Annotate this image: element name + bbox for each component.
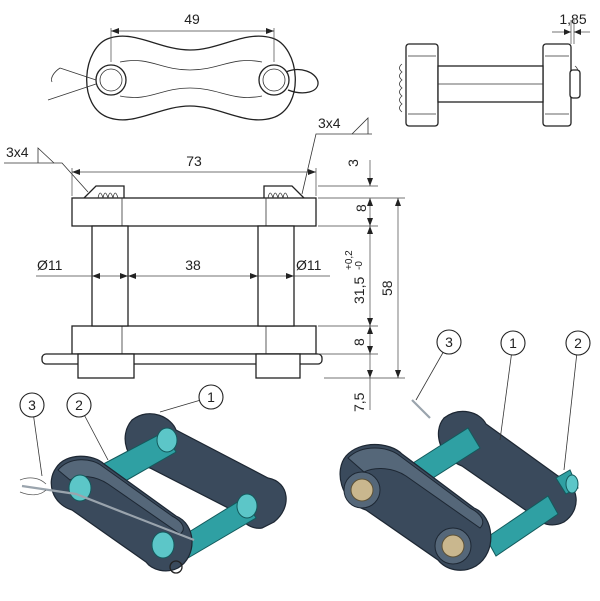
callout-left-3: 3 <box>28 397 36 413</box>
dim-overall-height: 58 <box>379 280 395 296</box>
dim-pin-diameter-left: Ø11 <box>37 257 63 273</box>
dim-inner-height: 31,5 <box>351 277 367 304</box>
dim-top-length: 49 <box>184 11 200 27</box>
dim-offset: 1,85 <box>559 11 586 27</box>
callout-left-1: 1 <box>207 389 215 405</box>
dim-bottom-offset: 7,5 <box>351 392 367 412</box>
front-view: 73 Ø11 38 Ø11 3 8 31,5 +0,2 -0 <box>4 115 405 412</box>
dim-gap: 3 <box>345 159 361 167</box>
side-view: 1,85 <box>399 11 590 127</box>
weld-symbol-right: 3x4 <box>318 115 341 131</box>
dim-overall-width: 73 <box>186 153 202 169</box>
iso-view-right: 3 1 2 <box>339 329 591 571</box>
callout-right-2: 2 <box>574 335 582 351</box>
dim-plate-top: 8 <box>353 204 369 212</box>
callout-right-3: 3 <box>445 334 453 350</box>
iso-view-left: 1 2 3 <box>19 384 287 574</box>
callout-left-2: 2 <box>75 397 83 413</box>
dim-plate-bottom: 8 <box>351 338 367 346</box>
dim-pin-diameter-right: Ø11 <box>296 257 322 273</box>
dim-inner-height-tol-upper: +0,2 <box>344 250 355 270</box>
weld-symbol-left: 3x4 <box>6 144 29 160</box>
plan-view: 49 <box>47 11 319 121</box>
dim-inner-height-tol-lower: -0 <box>354 261 365 270</box>
callout-right-1: 1 <box>509 335 517 351</box>
dim-inner-width: 38 <box>185 257 201 273</box>
